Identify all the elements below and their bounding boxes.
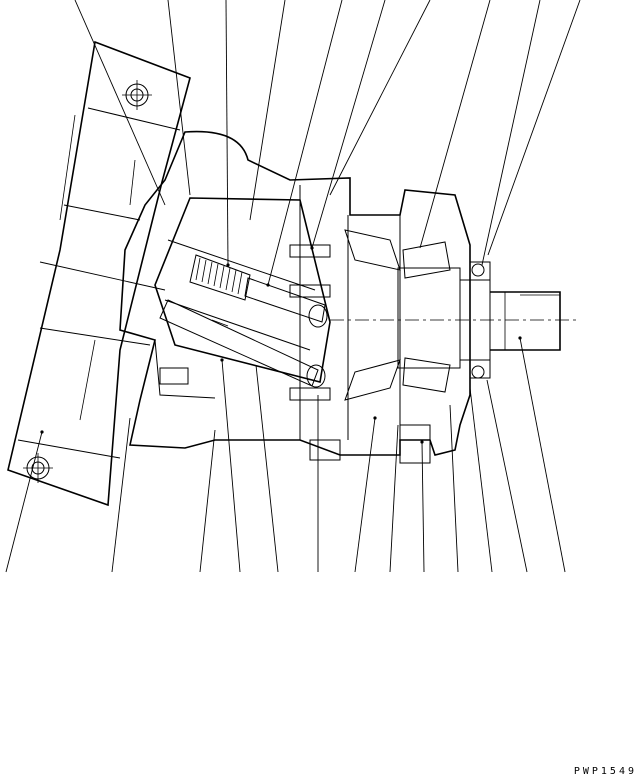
output-shaft [490, 291, 561, 351]
bolt-hole-bottom [23, 453, 53, 483]
leader-lines-top [39, 0, 581, 291]
face-bolts [289, 238, 331, 401]
drain-plug [309, 424, 431, 464]
mounting-flange [7, 40, 191, 507]
leader-lines-bottom [5, 337, 566, 573]
pump-housing [119, 130, 471, 456]
lower-piston [159, 299, 326, 388]
drawing-code: PWP1549 [573, 766, 637, 777]
cylinder-block [154, 197, 331, 383]
upper-piston [244, 277, 328, 328]
center-spring [189, 254, 251, 301]
leader-dots [40, 246, 522, 444]
bolt-hole-top [122, 80, 152, 110]
shaft-bearing-assembly [344, 229, 491, 401]
